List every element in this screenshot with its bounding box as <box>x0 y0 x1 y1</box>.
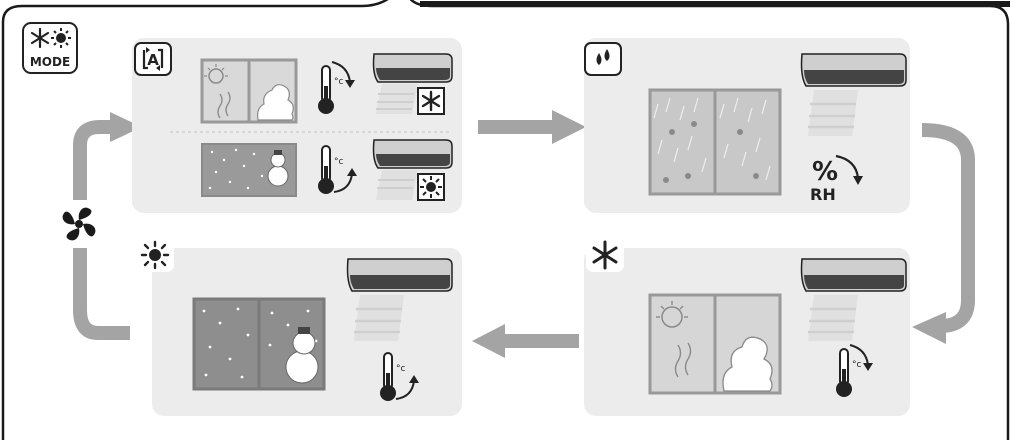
dry-panel-illustration: % RH <box>600 48 910 213</box>
celsius-label: °c <box>334 157 344 167</box>
snowflake-icon <box>418 88 444 114</box>
arrow-cool-to-heat <box>472 324 579 358</box>
heat-mode-badge <box>136 238 174 272</box>
rainy-window <box>650 90 780 194</box>
arrow-dry-to-cool <box>912 130 968 344</box>
heat-panel-illustration: °c <box>190 255 462 415</box>
cold-snowy-window <box>194 299 324 389</box>
cold-snowy-window <box>202 144 296 196</box>
cool-mode-badge <box>586 238 624 272</box>
snowflake-sun-icon <box>29 27 73 49</box>
cool-panel-illustration: °c <box>640 255 910 415</box>
thermometer-up-icon: °c <box>380 353 419 401</box>
mode-button[interactable]: MODE <box>22 22 78 74</box>
rh-label: RH <box>810 185 836 204</box>
celsius-label: °c <box>396 364 406 374</box>
snowflake-icon <box>590 240 620 270</box>
thermometer-up-icon: °c <box>318 146 357 194</box>
celsius-label: °c <box>334 77 344 87</box>
air-conditioner-icon <box>348 259 453 341</box>
air-conditioner-icon <box>802 259 907 341</box>
auto-panel-illustration: °c °c <box>150 48 460 213</box>
mode-label: MODE <box>24 55 76 69</box>
fan-icon <box>55 200 103 248</box>
hot-sunny-window <box>650 295 780 393</box>
hot-sunny-window <box>202 60 296 122</box>
arrow-auto-to-dry <box>478 110 586 144</box>
celsius-label: °c <box>852 360 862 370</box>
sun-icon <box>140 240 170 270</box>
sun-icon <box>418 174 444 200</box>
air-conditioner-icon <box>802 54 907 136</box>
rh-percent-label: % <box>812 157 838 187</box>
thermometer-down-icon: °c <box>836 345 873 397</box>
thermometer-down-icon: °c <box>318 62 355 114</box>
relative-humidity-icon: % RH <box>810 156 863 204</box>
